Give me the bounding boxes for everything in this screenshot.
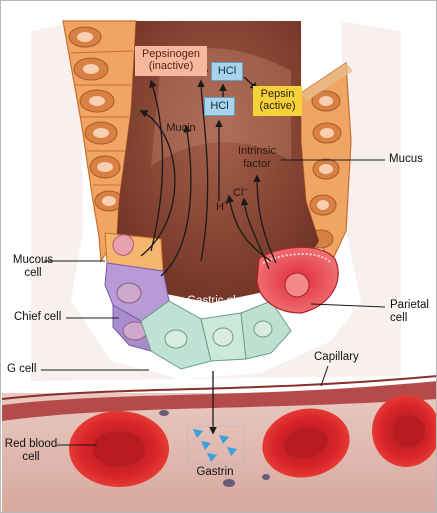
hcl-box-mid: HCl — [204, 97, 235, 116]
mucous-cell-label: Mucous cell — [9, 254, 57, 280]
gastrin-label: Gastrin — [191, 466, 239, 479]
hcl-label-top: HCl — [218, 65, 236, 77]
hcl-box-top: HCl — [211, 62, 243, 81]
hydrogen-charge: + — [224, 198, 229, 207]
parietal-cell-label: Parietal cell — [390, 299, 429, 325]
pepsin-label: Pepsin (active) — [259, 88, 295, 112]
parietal-cell — [257, 247, 338, 313]
mucus-label: Mucus — [389, 153, 423, 166]
hydrogen-ion-label: H+ — [216, 201, 229, 214]
g-cell-label: G cell — [7, 363, 36, 376]
gastric-gland-label: Gastric gland — [179, 295, 263, 308]
chloride-text: Cl — [233, 187, 243, 199]
pepsinogen-box: Pepsinogen (inactive) — [135, 46, 207, 76]
red-blood-cell-label: Red blood cell — [1, 438, 61, 464]
intrinsic-factor-label: Intrinsic factor — [229, 145, 285, 171]
capillary-label: Capillary — [314, 351, 359, 364]
pepsinogen-label: Pepsinogen (inactive) — [142, 48, 200, 72]
hydrogen-text: H — [216, 201, 224, 213]
pepsin-box: Pepsin (active) — [253, 86, 302, 116]
g-cells — [141, 301, 291, 369]
hcl-label-mid: HCl — [210, 100, 228, 112]
mucin-label: Mucin — [161, 122, 201, 135]
chloride-charge: – — [243, 184, 247, 193]
chief-cell-label: Chief cell — [14, 311, 61, 324]
chloride-label: Cl– — [233, 187, 248, 200]
